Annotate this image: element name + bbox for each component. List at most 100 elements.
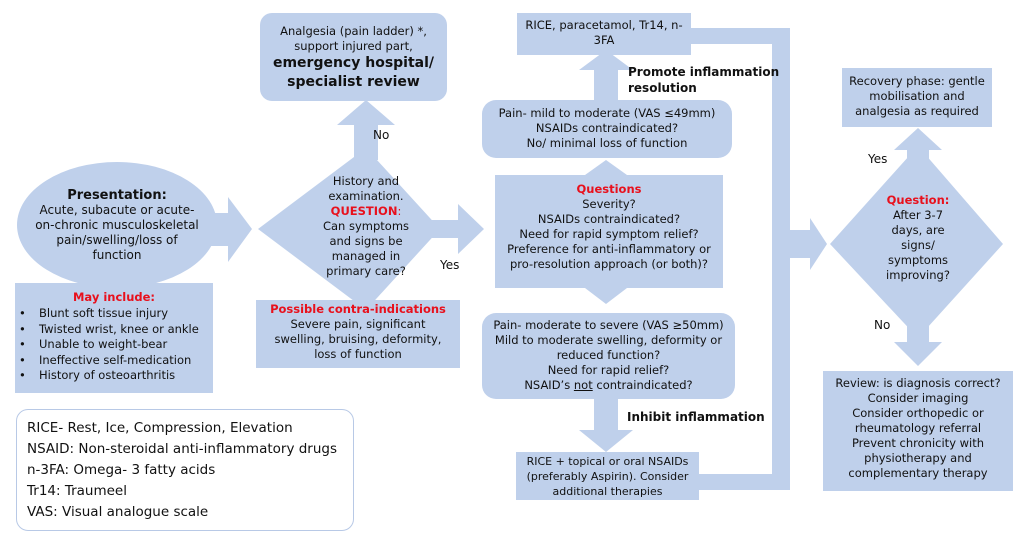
review-line: complementary therapy (848, 466, 988, 480)
questions-title: Questions (576, 182, 642, 196)
no-label-top: No (373, 128, 390, 142)
improving-line: symptoms (887, 253, 949, 267)
recovery-text: Recovery phase: gentle mobilisation and … (842, 74, 992, 119)
rice-nsaids-box (516, 452, 699, 500)
improving-line: improving? (886, 268, 950, 282)
rice-nsaids-line: additional therapies (552, 485, 663, 498)
mild-pain-line: Pain- mild to moderate (VAS ≤49mm) (498, 106, 716, 120)
legend-item: NSAID: Non-steroidal anti-inflammatory d… (27, 441, 337, 457)
not-emphasis: not (573, 378, 593, 392)
review-line: Consider imaging (867, 391, 969, 405)
nsaid-suffix: contraindicated? (592, 378, 693, 392)
promote-label: Promote inflammation resolution (628, 64, 779, 96)
severe-pain-line: Mild to moderate swelling, deformity or (494, 333, 723, 347)
legend-item: VAS: Visual analogue scale (27, 504, 209, 520)
question-line: examination. (328, 189, 404, 203)
presentation-title: Presentation: (67, 188, 167, 203)
presentation-line: function (92, 248, 142, 262)
yes-label-right: Yes (868, 152, 888, 166)
question-line: History and (332, 174, 400, 188)
improving-line: After 3-7 (892, 208, 944, 222)
nsaid-prefix: NSAID’s (524, 378, 574, 392)
review-line: Prevent chronicity with (851, 436, 985, 450)
questions-text: Questions Severity? NSAIDs contraindicat… (495, 182, 723, 272)
inhibit-label: Inhibit inflammation (627, 410, 765, 424)
abbreviations-legend: RICE- Rest, Ice, Compression, Elevation … (16, 409, 354, 531)
list-item: Unable to weight-bear (15, 337, 213, 353)
contra-indications-text: Possible contra-indications Severe pain,… (256, 302, 460, 362)
list-item: Ineffective self-medication (15, 353, 213, 369)
severe-pain-text: Pain- moderate to severe (VAS ≥50mm) Mil… (482, 318, 735, 393)
emergency-box (260, 13, 447, 101)
rice-paracetamol-text: RICE, paracetamol, Tr14, n- 3FA (517, 18, 691, 48)
arrow-no-down (894, 320, 942, 366)
review-line: Review: is diagnosis correct? (835, 376, 1001, 390)
contra-indications-box (256, 300, 460, 368)
questions-line: NSAIDs contraindicated? (537, 212, 681, 226)
question-label: QUESTION (330, 204, 398, 218)
rice-nsaids-line: (preferably Aspirin). Consider (526, 470, 689, 483)
question-label-line: QUESTION: (301, 204, 431, 219)
improving-question-text: Question: After 3-7 days, are signs/ sym… (868, 193, 968, 283)
severe-pain-box (482, 313, 735, 399)
legend-item: RICE- Rest, Ice, Compression, Elevation (27, 420, 293, 436)
emergency-bold-line: specialist review (287, 74, 420, 90)
emergency-line: support injured part, (294, 39, 413, 53)
emergency-text: Analgesia (pain ladder) *, support injur… (260, 24, 447, 92)
presentation-ellipse (17, 162, 217, 288)
improving-line: days, are (891, 223, 945, 237)
list-item: History of osteoarthritis (15, 368, 213, 384)
primary-care-question-diamond (258, 148, 440, 310)
severe-pain-line: Pain- moderate to severe (VAS ≥50mm) (493, 318, 724, 332)
questions-line: Severity? (582, 197, 636, 211)
contra-line: swelling, bruising, deformity, (274, 332, 442, 346)
emergency-line: Analgesia (pain ladder) *, (280, 24, 427, 38)
rice-paracetamol-line: RICE, paracetamol, Tr14, n- (525, 18, 683, 32)
yes-label-middle: Yes (440, 258, 460, 272)
arrow-inhibit-down (579, 398, 633, 452)
review-line: rheumatology referral (854, 421, 982, 435)
rice-paracetamol-line: 3FA (593, 33, 615, 47)
severe-pain-line: reduced function? (556, 348, 661, 362)
no-label-right: No (874, 318, 891, 332)
legend-item: n-3FA: Omega- 3 fatty acids (27, 462, 216, 478)
promote-line: Promote inflammation (628, 65, 780, 79)
contra-line: Severe pain, significant (290, 317, 426, 331)
question-line: managed in (331, 249, 401, 263)
recovery-line: Recovery phase: gentle (849, 74, 985, 88)
question-line: primary care? (326, 264, 406, 278)
arrow-promote-up (579, 50, 633, 102)
mild-pain-line: No/ minimal loss of function (526, 136, 688, 150)
recovery-box (842, 68, 992, 127)
review-line: Consider orthopedic or (852, 406, 984, 420)
may-include-text: May include: Blunt soft tissue injury Tw… (15, 290, 213, 384)
emergency-bold-line: emergency hospital/ (272, 55, 435, 71)
contra-indications-title: Possible contra-indications (270, 302, 446, 316)
presentation-text: Presentation: Acute, subacute or acute- … (27, 188, 207, 263)
presentation-line: on-chronic musculoskeletal (35, 218, 199, 232)
list-item: Twisted wrist, knee or ankle (15, 322, 213, 338)
may-include-list: Blunt soft tissue injury Twisted wrist, … (15, 306, 213, 384)
list-item: Blunt soft tissue injury (15, 306, 213, 322)
question-line: Can symptoms (322, 219, 410, 233)
question-colon: : (397, 204, 402, 218)
connector-bracket (690, 28, 790, 490)
contra-line: loss of function (314, 347, 402, 361)
arrow-yes-up (894, 128, 942, 168)
review-text: Review: is diagnosis correct? Consider i… (823, 376, 1013, 481)
may-include-title: May include: (72, 290, 156, 304)
severe-pain-line: NSAID’s not contraindicated? (482, 378, 735, 393)
improving-question-title: Question: (886, 193, 950, 207)
questions-line: Need for rapid symptom relief? (519, 227, 699, 241)
presentation-line: Acute, subacute or acute- (39, 203, 195, 217)
mild-pain-line: NSAIDs contraindicated? (535, 121, 679, 135)
presentation-line: pain/swelling/loss of (56, 233, 178, 247)
questions-box (495, 160, 723, 304)
arrow-no-up (337, 100, 395, 160)
rice-nsaids-line: RICE + topical or oral NSAIDs (526, 455, 689, 468)
review-box (823, 371, 1013, 491)
questions-line: pro-resolution approach (or both)? (509, 257, 709, 271)
recovery-line: analgesia as required (855, 104, 979, 118)
question-line: and signs be (329, 234, 403, 248)
